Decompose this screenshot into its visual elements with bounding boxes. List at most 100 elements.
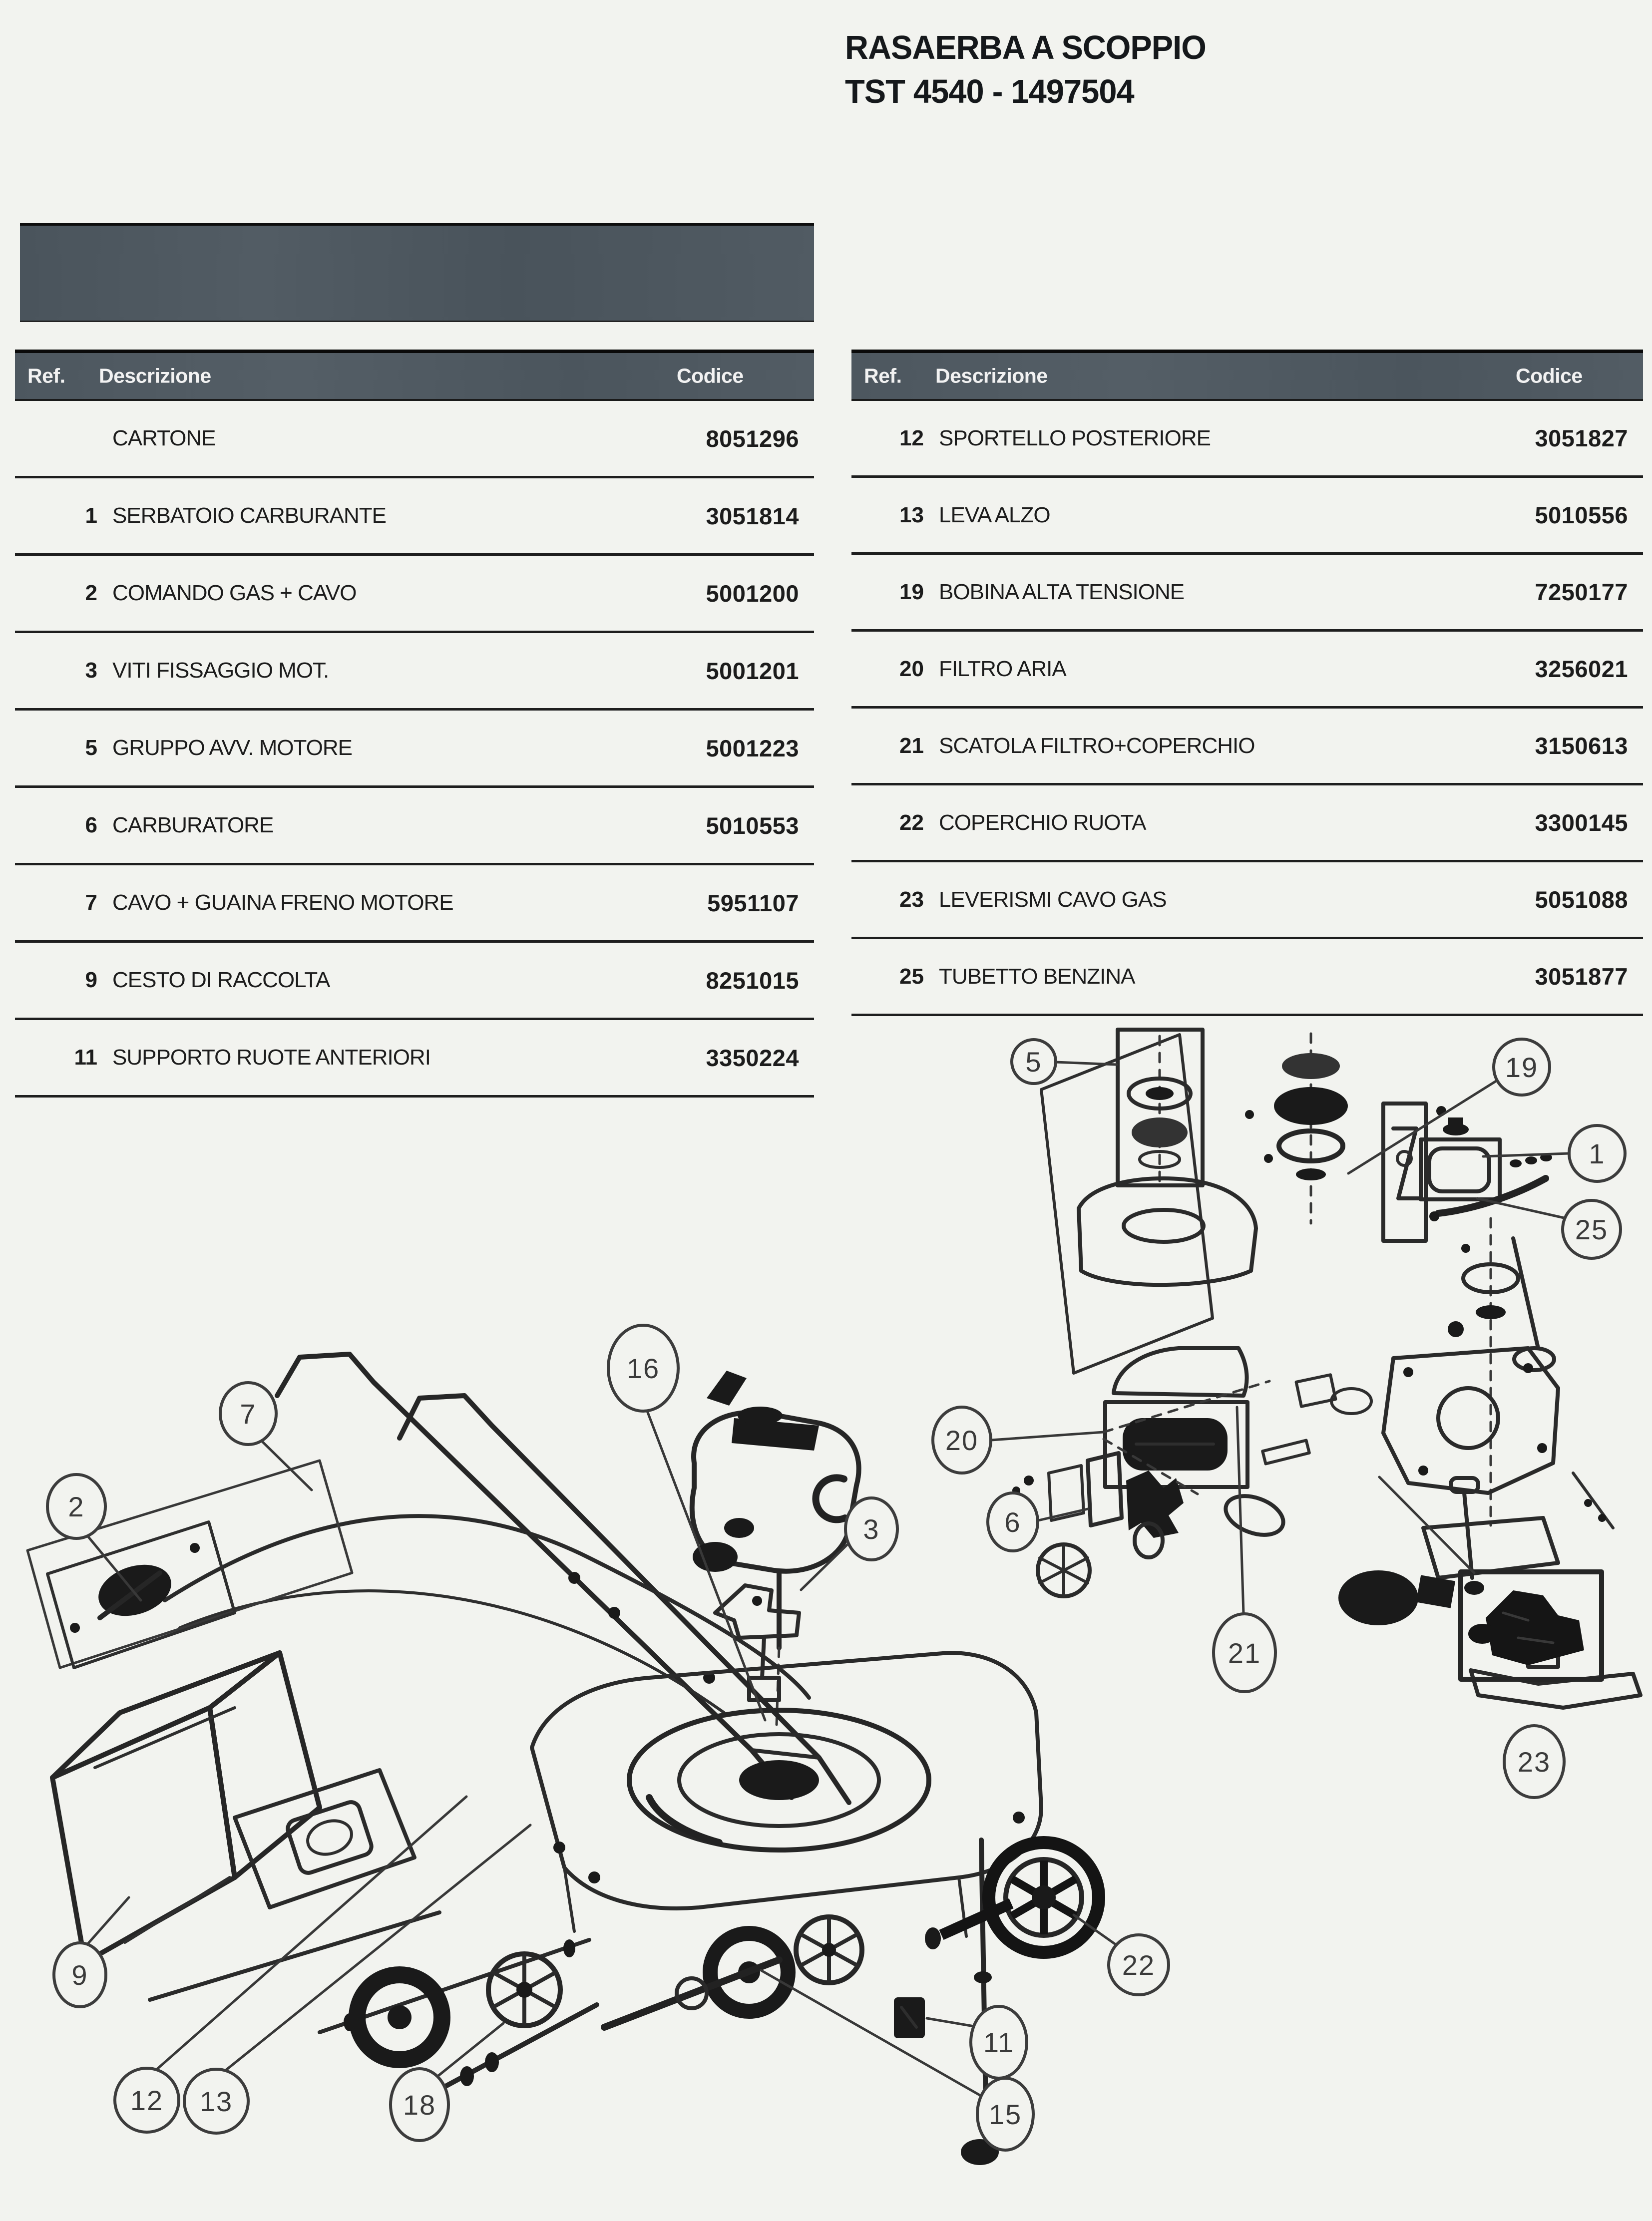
ref-cell: 7: [85, 890, 97, 915]
motor-mount-bracket: [713, 1583, 801, 1640]
fuel-tank-box: [1419, 1137, 1502, 1201]
ref-cell: 3: [85, 658, 97, 683]
engine-exploded-view: [1012, 1028, 1643, 1710]
ref-cell: 13: [899, 502, 924, 527]
callout-25: 25: [1561, 1199, 1622, 1260]
table-row: 13 LEVA ALZO 5010556: [851, 478, 1643, 555]
ref-cell: 19: [899, 579, 924, 604]
header-ref: Ref.: [864, 364, 902, 387]
description-cell: COMANDO GAS + CAVO: [112, 581, 357, 605]
code-cell: 5001201: [706, 657, 799, 684]
callout-21: 21: [1212, 1612, 1277, 1693]
code-cell: 8051296: [706, 425, 799, 452]
svg-text:15: 15: [989, 2099, 1022, 2130]
callout-7: 7: [219, 1381, 278, 1446]
description-cell: LEVA ALZO: [939, 502, 1051, 527]
table-row: 2 COMANDO GAS + CAVO 5001200: [15, 556, 814, 633]
table-row: 9 CESTO DI RACCOLTA 8251015: [15, 943, 814, 1020]
code-cell: 8251015: [706, 967, 799, 994]
table-row: 20 FILTRO ARIA 3256021: [851, 632, 1643, 709]
svg-text:5: 5: [1025, 1046, 1042, 1078]
svg-text:22: 22: [1122, 1949, 1155, 1981]
svg-text:19: 19: [1505, 1052, 1538, 1083]
description-cell: LEVERISMI CAVO GAS: [939, 887, 1167, 912]
code-cell: 5010556: [1535, 502, 1628, 528]
ref-cell: 22: [899, 810, 924, 835]
svg-text:3: 3: [863, 1513, 879, 1545]
parts-table-right: Ref. Descrizione Codice 12 SPORTELLO POS…: [851, 350, 1643, 1016]
table-row: 5 GRUPPO AVV. MOTORE 5001223: [15, 711, 814, 788]
svg-text:25: 25: [1575, 1214, 1608, 1245]
brake-cable: [163, 1514, 811, 1700]
ref-cell: 6: [85, 813, 97, 837]
callout-16: 16: [607, 1324, 680, 1413]
callout-1: 1: [1568, 1124, 1627, 1183]
code-cell: 3150613: [1535, 733, 1628, 759]
description-cell: SERBATOIO CARBURANTE: [112, 503, 387, 528]
ref-cell: 5: [85, 736, 97, 760]
header-codice: Codice: [1516, 364, 1583, 387]
svg-text:7: 7: [240, 1398, 256, 1430]
callout-3: 3: [844, 1496, 899, 1561]
table-row: 11 SUPPORTO RUOTE ANTERIORI 3350224: [15, 1020, 814, 1098]
flywheel-parts: [1282, 1053, 1340, 1079]
description-cell: SUPPORTO RUOTE ANTERIORI: [112, 1045, 431, 1070]
code-cell: 7250177: [1535, 579, 1628, 605]
callout-20: 20: [931, 1406, 992, 1475]
ref-cell: 2: [85, 581, 97, 605]
title-line-1: RASAERBA A SCOPPIO: [845, 29, 1207, 66]
ignition-coil: [1381, 1102, 1428, 1243]
table-row: 21 SCATOLA FILTRO+COPERCHIO 3150613: [851, 709, 1643, 785]
callout-18: 18: [389, 2067, 450, 2142]
ref-cell: 23: [899, 887, 924, 912]
gas-lever-box: [1458, 1569, 1604, 1682]
table-row: CARTONE 8051296: [15, 401, 814, 478]
callout-2: 2: [46, 1473, 107, 1540]
ref-cell: 25: [899, 964, 924, 989]
callout-15: 15: [976, 2077, 1035, 2152]
callout-11: 11: [969, 2005, 1028, 2080]
description-cell: SCATOLA FILTRO+COPERCHIO: [939, 733, 1255, 758]
svg-text:12: 12: [130, 2085, 163, 2116]
svg-text:18: 18: [403, 2089, 436, 2121]
table-row: 12 SPORTELLO POSTERIORE 3051827: [851, 401, 1643, 478]
table-row: 1 SERBATOIO CARBURANTE 3051814: [15, 478, 814, 556]
svg-text:16: 16: [627, 1353, 660, 1384]
header-descrizione: Descrizione: [935, 364, 1048, 387]
throttle-control-panel: [46, 1520, 236, 1669]
svg-text:6: 6: [1004, 1506, 1021, 1538]
handlebar-assembly: [26, 1352, 851, 1805]
description-cell: CARBURATORE: [112, 813, 274, 837]
blower-housing: [1077, 1176, 1258, 1287]
code-cell: 3350224: [706, 1044, 799, 1071]
wheels-and-axles: [318, 1836, 1105, 2165]
table-row: 6 CARBURATORE 5010553: [15, 788, 814, 865]
parts-table-left: Ref. Descrizione Codice CARTONE 8051296 …: [15, 350, 814, 1098]
description-cell: GRUPPO AVV. MOTORE: [112, 736, 353, 760]
table-row: 3 VITI FISSAGGIO MOT. 5001201: [15, 633, 814, 711]
ref-cell: 21: [899, 733, 924, 758]
table-row: 23 LEVERISMI CAVO GAS 5051088: [851, 862, 1643, 939]
svg-text:20: 20: [945, 1425, 978, 1456]
ref-cell: 20: [899, 656, 924, 681]
code-cell: 5010553: [706, 812, 799, 839]
description-cell: BOBINA ALTA TENSIONE: [939, 579, 1185, 604]
code-cell: 5001200: [706, 580, 799, 607]
code-cell: 3256021: [1535, 656, 1628, 682]
svg-text:23: 23: [1518, 1746, 1551, 1778]
ref-cell: 9: [85, 968, 97, 992]
grass-catcher: [50, 1650, 322, 1965]
code-cell: 3300145: [1535, 809, 1628, 836]
callout-12: 12: [113, 2067, 180, 2134]
svg-text:2: 2: [68, 1491, 84, 1522]
title-line-2: TST 4540 - 1497504: [845, 73, 1135, 110]
mower-deck: [530, 1651, 1043, 1938]
leader-lines: [84, 1061, 1570, 2097]
svg-text:9: 9: [71, 1959, 88, 1991]
big-wheel: [982, 1836, 1105, 1959]
table-header: Ref. Descrizione Codice: [851, 350, 1643, 401]
description-cell: CAVO + GUAINA FRENO MOTORE: [112, 890, 454, 915]
gray-banner: [20, 223, 814, 322]
